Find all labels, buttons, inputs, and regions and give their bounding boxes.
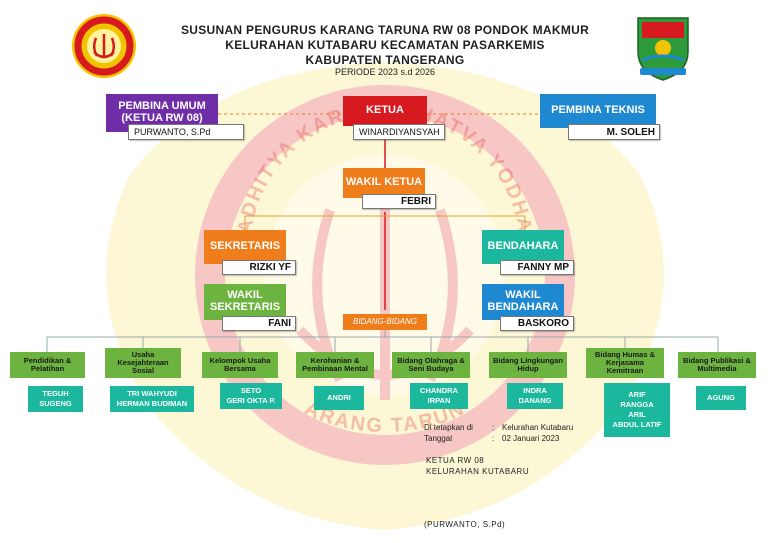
bidang-olahraga-box: Bidang Olahraga & Seni Budaya: [392, 352, 470, 378]
signer-role-1: KETUA RW 08: [426, 456, 485, 465]
tanggal-value: 02 Januari 2023: [502, 434, 560, 443]
member-name: ARIL: [628, 410, 646, 419]
bidang-lingkungan-box: Bidang Lingkungan Hidup: [489, 352, 567, 378]
bidang-kerohanian-members: ANDRI: [314, 386, 364, 410]
member-name: INDRA: [523, 385, 547, 395]
member-name: TRI WAHYUDI: [127, 388, 177, 398]
bidang-pendidikan-box: Pendidikan & Pelatihan: [10, 352, 85, 378]
tanggal-sep: :: [492, 434, 495, 443]
member-name: TEGUH: [42, 388, 69, 398]
sekretaris-box: SEKRETARIS: [204, 230, 286, 264]
bidang-publikasi-box: Bidang Publikasi & Multimedia: [678, 352, 756, 378]
ditetapkan-value: Kelurahan Kutabaru: [502, 423, 574, 432]
bidang-publikasi-members: AGUNG: [696, 386, 746, 410]
bidang-bidang-label: BIDANG-BIDANG: [343, 314, 427, 330]
bendahara-name: FANNY MP: [500, 260, 574, 275]
bidang-pendidikan-members: TEGUH SUGENG: [28, 386, 83, 412]
bidang-humas-members: ARIF RANGGA ARIL ABDUL LATIF: [604, 383, 670, 437]
member-name: ANDRI: [327, 392, 351, 402]
member-name: GERI OKTA P.: [226, 396, 276, 405]
member-name: ARIF: [628, 389, 646, 399]
member-name: RANGGA: [620, 399, 654, 409]
karang-taruna-logo: [72, 14, 136, 78]
bendahara-box: BENDAHARA: [482, 230, 564, 264]
wakil-bendahara-name: BASKORO: [500, 316, 574, 331]
member-name: AGUNG: [707, 392, 735, 402]
period-text: PERIODE 2023 s.d 2026: [334, 67, 436, 77]
member-name: SUGENG: [39, 399, 72, 408]
title-line-2: KELURAHAN KUTABARU KECAMATAN PASARKEMIS: [225, 38, 545, 52]
signer-name: (PURWANTO, S.Pd): [424, 520, 506, 529]
ketua-box: KETUA: [343, 96, 427, 126]
bidang-olahraga-members: CHANDRA IRPAN: [410, 383, 468, 409]
member-name: ABDUL LATIF: [612, 420, 662, 430]
wakil-bendahara-box: WAKIL BENDAHARA: [482, 284, 564, 320]
member-name: SETO: [240, 385, 262, 395]
pembina-teknis-box: PEMBINA TEKNIS: [540, 94, 656, 128]
title-line-3: KABUPATEN TANGERANG: [305, 53, 465, 67]
wakil-sekretaris-name: FANI: [222, 316, 296, 331]
pembina-teknis-name: M. SOLEH: [568, 124, 660, 140]
bidang-kerohanian-box: Kerohanian & Pembinaan Mental: [296, 352, 374, 378]
bidang-lingkungan-members: INDRA DANANG: [507, 383, 563, 409]
signer-role-2: KELURAHAN KUTABARU: [426, 467, 530, 476]
bidang-kub-members: SETO GERI OKTA P.: [220, 383, 282, 409]
member-name: HERMAN BUDIMAN: [116, 399, 188, 408]
bidang-usaha-kesejahteraan-box: Usaha Kesejahteraan Sosial: [105, 348, 181, 378]
wakil-ketua-name: FEBRI: [362, 194, 436, 209]
bidang-usaha-kesejahteraan-members: TRI WAHYUDI HERMAN BUDIMAN: [110, 386, 194, 412]
bidang-kub-box: Kelompok Usaha Bersama: [202, 352, 278, 378]
member-name: IRPAN: [427, 396, 451, 405]
ketua-name: WINARDIYANSYAH: [353, 124, 445, 140]
tanggal-label: Tanggal: [424, 434, 453, 443]
wakil-sekretaris-box: WAKIL SEKRETARIS: [204, 284, 286, 320]
pembina-umum-name: PURWANTO, S.Pd: [128, 124, 244, 140]
title-line-1: SUSUNAN PENGURUS KARANG TARUNA RW 08 PON…: [180, 23, 590, 37]
bidang-humas-box: Bidang Humas & Kerjasama Kemitraan: [586, 348, 664, 378]
kabupaten-tangerang-logo: [637, 17, 689, 81]
wakil-ketua-box: WAKIL KETUA: [343, 168, 425, 198]
ditetapkan-sep: :: [492, 423, 495, 432]
member-name: DANANG: [518, 396, 552, 405]
ditetapkan-label: Di tetapkan di: [424, 423, 473, 432]
member-name: CHANDRA: [420, 385, 458, 395]
sekretaris-name: RIZKI YF: [222, 260, 296, 275]
